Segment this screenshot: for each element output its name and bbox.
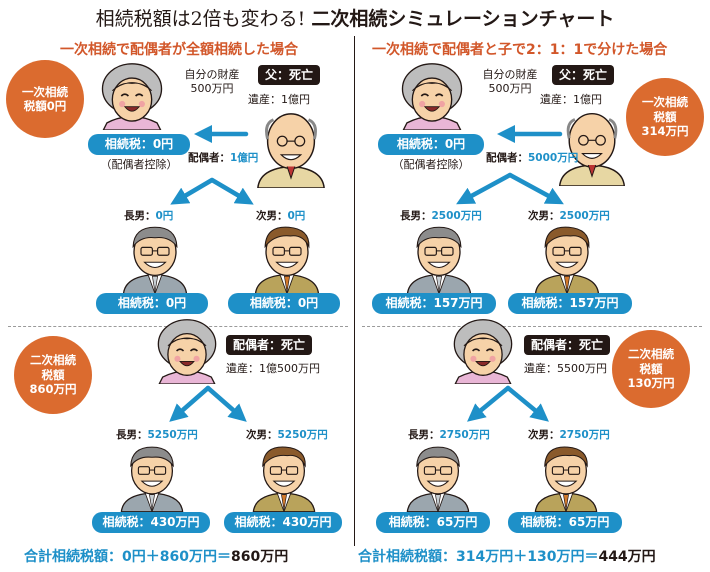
right-spouse-share: 配偶者：5000万円: [486, 152, 579, 164]
left-second-grandmother-icon: [152, 318, 222, 384]
left-grandfather-icon: [252, 106, 330, 188]
title-sub: 二次相続シミュレーションチャート: [311, 8, 615, 30]
right-son1-tax-pill: 相続税：157万円: [372, 293, 496, 314]
left-estate: 遺産：1億円: [248, 93, 310, 106]
column-divider: [354, 36, 355, 546]
left-second-son1-share: 長男：5250万円: [116, 429, 198, 441]
right-son1-icon: [404, 220, 474, 294]
right-section-divider: [362, 326, 702, 327]
left-son1-arrow: [170, 177, 215, 205]
right-son1-arrow: [456, 172, 513, 205]
right-second-son2-arrow: [505, 385, 549, 422]
right-son1-share: 長男：2500万円: [400, 210, 482, 222]
left-second-estate: 遺産：1億500万円: [226, 362, 320, 375]
right-second-son2-tax-pill: 相続税：65万円: [508, 512, 622, 533]
right-heading: 一次相続で配偶者と子で2：1：1で分けた場合: [372, 42, 668, 58]
left-spouse-share: 配偶者：1億円: [188, 152, 259, 164]
right-grandfather-icon: [554, 106, 630, 186]
left-spouse-note: （配偶者控除）: [100, 158, 178, 171]
right-own-assets: 自分の財産 500万円: [482, 68, 538, 95]
left-second-son1-icon: [118, 440, 186, 512]
right-spouse-note: （配偶者控除）: [392, 158, 470, 171]
right-grandmother-icon: [396, 62, 468, 130]
right-father-tag: 父：死亡: [552, 65, 615, 85]
right-spouse-death-tag: 配偶者：死亡: [524, 335, 611, 355]
left-second-son1-arrow: [169, 385, 211, 422]
right-spouse-tax-pill: 相続税：0円: [378, 134, 484, 155]
right-first-tax-badge: 一次相続 税額 314万円: [626, 78, 704, 156]
right-second-son2-share: 次男：2750万円: [528, 429, 610, 441]
left-son2-share: 次男：0円: [256, 210, 306, 222]
right-second-grandmother-icon: [448, 318, 518, 384]
right-second-son1-share: 長男：2750万円: [408, 429, 490, 441]
left-first-tax-badge: 一次相続 税額0円: [6, 60, 84, 138]
right-second-son2-icon: [532, 440, 600, 512]
left-son2-arrow: [209, 177, 254, 205]
left-spouse-tax-pill: 相続税：0円: [88, 134, 190, 155]
right-total: 合計相続税額：314万円＋130万円＝444万円: [358, 549, 656, 565]
left-second-son2-icon: [250, 440, 318, 512]
left-father-tag: 父：死亡: [258, 65, 321, 85]
right-second-tax-badge: 二次相続 税額 130万円: [612, 330, 690, 408]
right-second-son1-arrow: [467, 385, 511, 422]
right-son2-share: 次男：2500万円: [528, 210, 610, 222]
left-spouse-death-tag: 配偶者：死亡: [226, 335, 313, 355]
left-son1-icon: [120, 220, 190, 294]
title-main: 相続税額は2倍も変わる!: [95, 8, 306, 30]
left-son2-icon: [252, 220, 322, 294]
right-son2-tax-pill: 相続税：157万円: [508, 293, 632, 314]
left-second-son1-tax-pill: 相続税：430万円: [92, 512, 210, 533]
right-second-son1-icon: [404, 440, 472, 512]
left-second-son2-tax-pill: 相続税：430万円: [224, 512, 342, 533]
left-heading: 一次相続で配偶者が全額相続した場合: [60, 42, 298, 58]
left-second-son2-arrow: [205, 385, 247, 422]
page-title: 相続税額は2倍も変わる!二次相続シミュレーションチャート: [0, 4, 710, 31]
right-second-son1-tax-pill: 相続税：65万円: [376, 512, 490, 533]
left-son1-tax-pill: 相続税：0円: [96, 293, 208, 314]
left-second-son2-share: 次男：5250万円: [246, 429, 328, 441]
right-estate: 遺産：1億円: [540, 93, 602, 106]
right-son2-icon: [532, 220, 602, 294]
right-second-estate: 遺産：5500万円: [524, 362, 607, 375]
left-own-assets: 自分の財産 500万円: [184, 68, 240, 95]
left-grandmother-icon: [96, 62, 168, 130]
left-son1-share: 長男：0円: [124, 210, 174, 222]
left-total: 合計相続税額：0円＋860万円＝860万円: [24, 549, 289, 565]
left-son2-tax-pill: 相続税：0円: [228, 293, 340, 314]
left-second-tax-badge: 二次相続 税額 860万円: [14, 336, 92, 414]
right-son2-arrow: [507, 172, 564, 205]
